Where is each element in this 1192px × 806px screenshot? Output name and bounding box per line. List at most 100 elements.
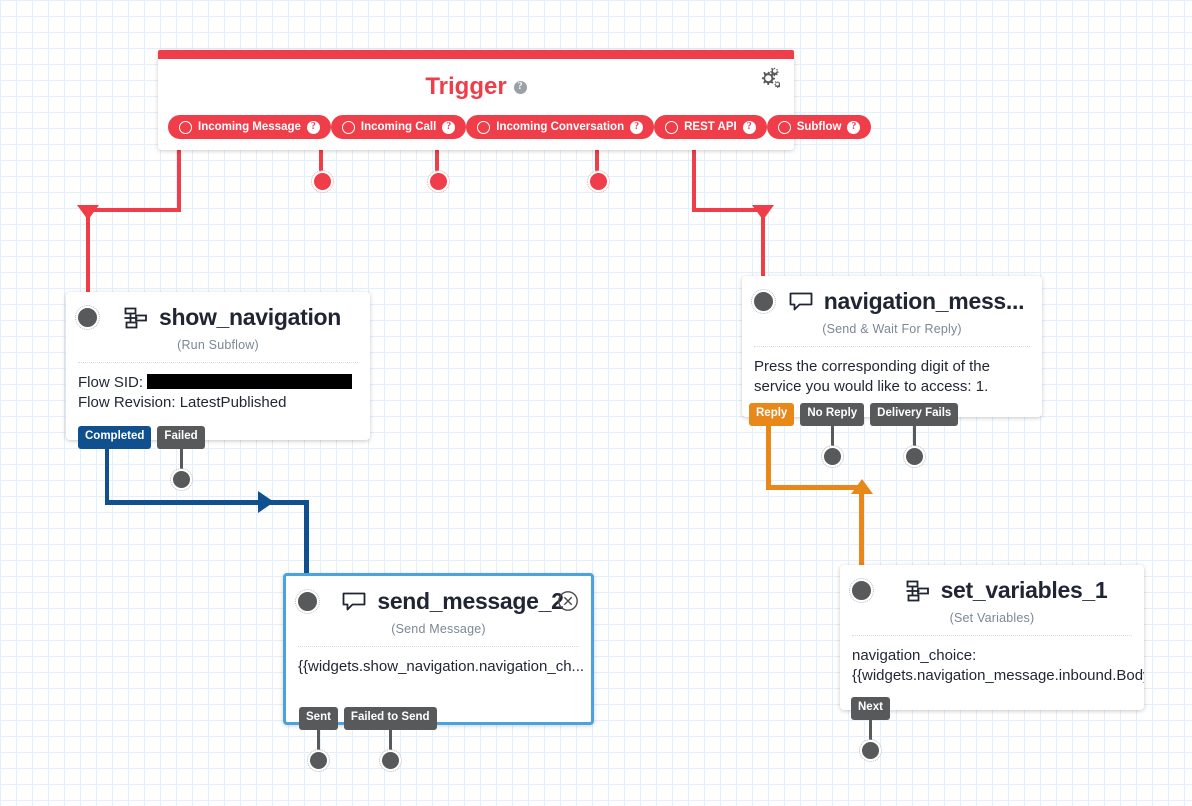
trigger-widget[interactable]: Trigger ? Incoming Message ?: [158, 50, 872, 150]
output-endpoint[interactable]: [858, 738, 882, 762]
output-failed[interactable]: Failed: [157, 426, 205, 491]
help-icon[interactable]: ?: [630, 120, 644, 134]
output-label[interactable]: Completed: [78, 426, 152, 449]
node-header: send_message_2: [286, 576, 591, 615]
help-icon[interactable]: ?: [513, 80, 527, 94]
output-endpoint[interactable]: [820, 444, 844, 468]
trigger-pill-rest-api[interactable]: REST API ?: [654, 115, 767, 139]
node-outputs-show-navigation: Completed Failed: [78, 426, 205, 491]
message-text: {{widgets.show_navigation.navigation_ch.…: [298, 658, 585, 675]
trigger-pill-incoming-call[interactable]: Incoming Call ?: [330, 115, 467, 139]
node-subtitle: (Run Subflow): [177, 338, 259, 352]
trigger-pill-incoming-conversation[interactable]: Incoming Conversation ?: [466, 115, 655, 139]
output-label[interactable]: Sent: [299, 707, 338, 730]
node-input-handle[interactable]: [295, 589, 320, 614]
message-text: Press the corresponding digit of the ser…: [754, 358, 990, 396]
trigger-pills: Incoming Message ? Incoming Call ? Incom…: [158, 101, 872, 150]
output-stub: [388, 729, 392, 750]
output-label[interactable]: Failed: [157, 426, 205, 449]
output-failed-to-send[interactable]: Failed to Send: [343, 707, 437, 772]
node-header: navigation_mess...: [742, 276, 1042, 315]
output-stub: [179, 448, 183, 469]
node-send-message-2[interactable]: send_message_2 (Send Message) {{widgets.…: [283, 573, 594, 725]
trigger-title: Trigger: [425, 73, 507, 100]
output-stub: [830, 425, 834, 446]
help-icon[interactable]: ?: [742, 120, 756, 134]
node-header: show_navigation: [66, 292, 370, 331]
close-circle-icon[interactable]: [557, 590, 579, 612]
output-label[interactable]: Next: [851, 697, 890, 720]
trigger-pill-label: Subflow: [796, 121, 842, 133]
output-endpoint[interactable]: [306, 748, 330, 772]
divider: [754, 346, 1030, 347]
node-subtitle: (Send & Wait For Reply): [822, 322, 962, 336]
trigger-pill-subflow[interactable]: Subflow ?: [766, 115, 872, 139]
node-navigation-message[interactable]: navigation_mess... (Send & Wait For Repl…: [742, 276, 1042, 417]
gears-icon[interactable]: [754, 66, 780, 90]
message-bubble-icon: [342, 592, 366, 610]
output-completed[interactable]: Completed: [78, 426, 152, 449]
connector-handle-icon: [665, 120, 679, 134]
node-input-handle[interactable]: [75, 305, 100, 330]
divider: [852, 635, 1132, 636]
connector-handle-icon: [477, 120, 491, 134]
node-body: {{widgets.show_navigation.navigation_ch.…: [286, 647, 591, 677]
node-header: set_variables_1: [840, 565, 1144, 604]
output-endpoint[interactable]: [169, 467, 193, 491]
node-set-variables-1[interactable]: set_variables_1 (Set Variables) navigati…: [840, 565, 1144, 710]
trigger-title-row: Trigger ?: [158, 59, 794, 101]
node-show-navigation[interactable]: show_navigation (Run Subflow) Flow SID: …: [66, 292, 370, 440]
connector-endpoint-incoming-call[interactable]: [311, 170, 334, 193]
output-label[interactable]: Failed to Send: [343, 707, 437, 730]
node-title: send_message_2: [377, 588, 564, 614]
node-subtitle: (Send Message): [391, 622, 486, 636]
trigger-pill-incoming-message[interactable]: Incoming Message ?: [168, 115, 331, 139]
output-sent[interactable]: Sent: [299, 707, 338, 772]
trigger-pill-label: REST API: [684, 121, 737, 133]
node-outputs-set-variables-1: Next: [851, 697, 890, 762]
output-stub: [316, 729, 320, 750]
output-delivery-fails[interactable]: Delivery Fails: [870, 403, 959, 468]
help-icon[interactable]: ?: [306, 120, 320, 134]
node-input-handle[interactable]: [751, 289, 776, 314]
output-stub: [868, 719, 872, 740]
node-body: navigation_choice: {{widgets.navigation_…: [840, 636, 1144, 687]
output-reply[interactable]: Reply: [749, 403, 795, 426]
divider: [298, 646, 579, 647]
output-label[interactable]: No Reply: [800, 403, 865, 426]
output-label[interactable]: Reply: [749, 403, 795, 426]
node-title: navigation_mess...: [823, 288, 1025, 314]
connector-handle-icon: [341, 120, 355, 134]
output-label[interactable]: Delivery Fails: [870, 403, 959, 426]
node-title: set_variables_1: [940, 577, 1108, 603]
flow-sid-row: Flow SID:: [78, 373, 358, 393]
output-endpoint[interactable]: [902, 444, 926, 468]
trigger-pill-label: Incoming Message: [198, 121, 301, 133]
flow-sid-label: Flow SID:: [78, 374, 144, 391]
trigger-pill-label: Incoming Call: [360, 121, 437, 133]
output-next[interactable]: Next: [851, 697, 890, 762]
node-outputs-send-message-2: Sent Failed to Send: [299, 707, 437, 772]
divider: [78, 362, 358, 363]
connector-handle-icon: [777, 120, 791, 134]
help-icon[interactable]: ?: [847, 120, 861, 134]
flow-sid-redacted-value: [147, 374, 353, 389]
node-body: Press the corresponding digit of the ser…: [742, 347, 1042, 398]
node-subtitle: (Set Variables): [949, 611, 1035, 625]
output-stub: [912, 425, 916, 446]
variable-value: {{widgets.navigation_message.inbound.Bod…: [852, 667, 1144, 685]
subflow-icon: [906, 580, 929, 601]
output-no-reply[interactable]: No Reply: [800, 403, 865, 468]
node-body: Flow SID: Flow Revision: LatestPublished: [66, 363, 370, 414]
connector-handle-icon: [179, 120, 192, 134]
message-bubble-icon: [789, 292, 813, 310]
node-input-handle[interactable]: [849, 578, 874, 603]
node-title: show_navigation: [158, 304, 342, 330]
connector-endpoint-rest-api[interactable]: [587, 170, 610, 193]
connector-endpoint-incoming-conversation[interactable]: [427, 170, 450, 193]
flow-revision-row: Flow Revision: LatestPublished: [78, 394, 287, 412]
node-outputs-navigation-message: Reply No Reply Delivery Fails: [749, 403, 959, 468]
output-endpoint[interactable]: [378, 748, 402, 772]
help-icon[interactable]: ?: [442, 120, 456, 134]
